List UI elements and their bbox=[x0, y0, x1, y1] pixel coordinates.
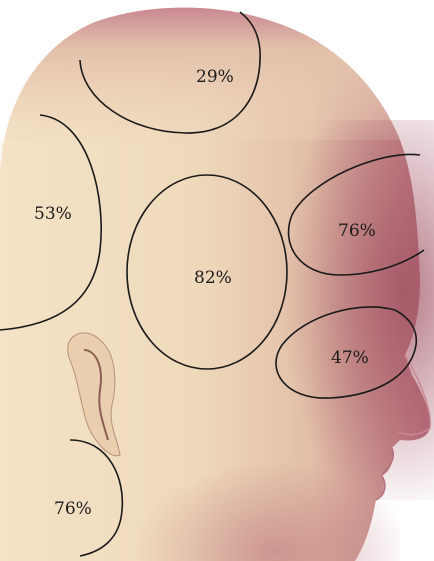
region-label-crown: 29% bbox=[196, 67, 234, 87]
region-label-temple-center: 82% bbox=[194, 268, 232, 288]
region-label-cheek: 47% bbox=[331, 348, 369, 368]
region-label-back-of-head: 53% bbox=[34, 204, 72, 224]
region-label-neck: 76% bbox=[54, 499, 92, 519]
region-label-forehead: 76% bbox=[338, 221, 376, 241]
